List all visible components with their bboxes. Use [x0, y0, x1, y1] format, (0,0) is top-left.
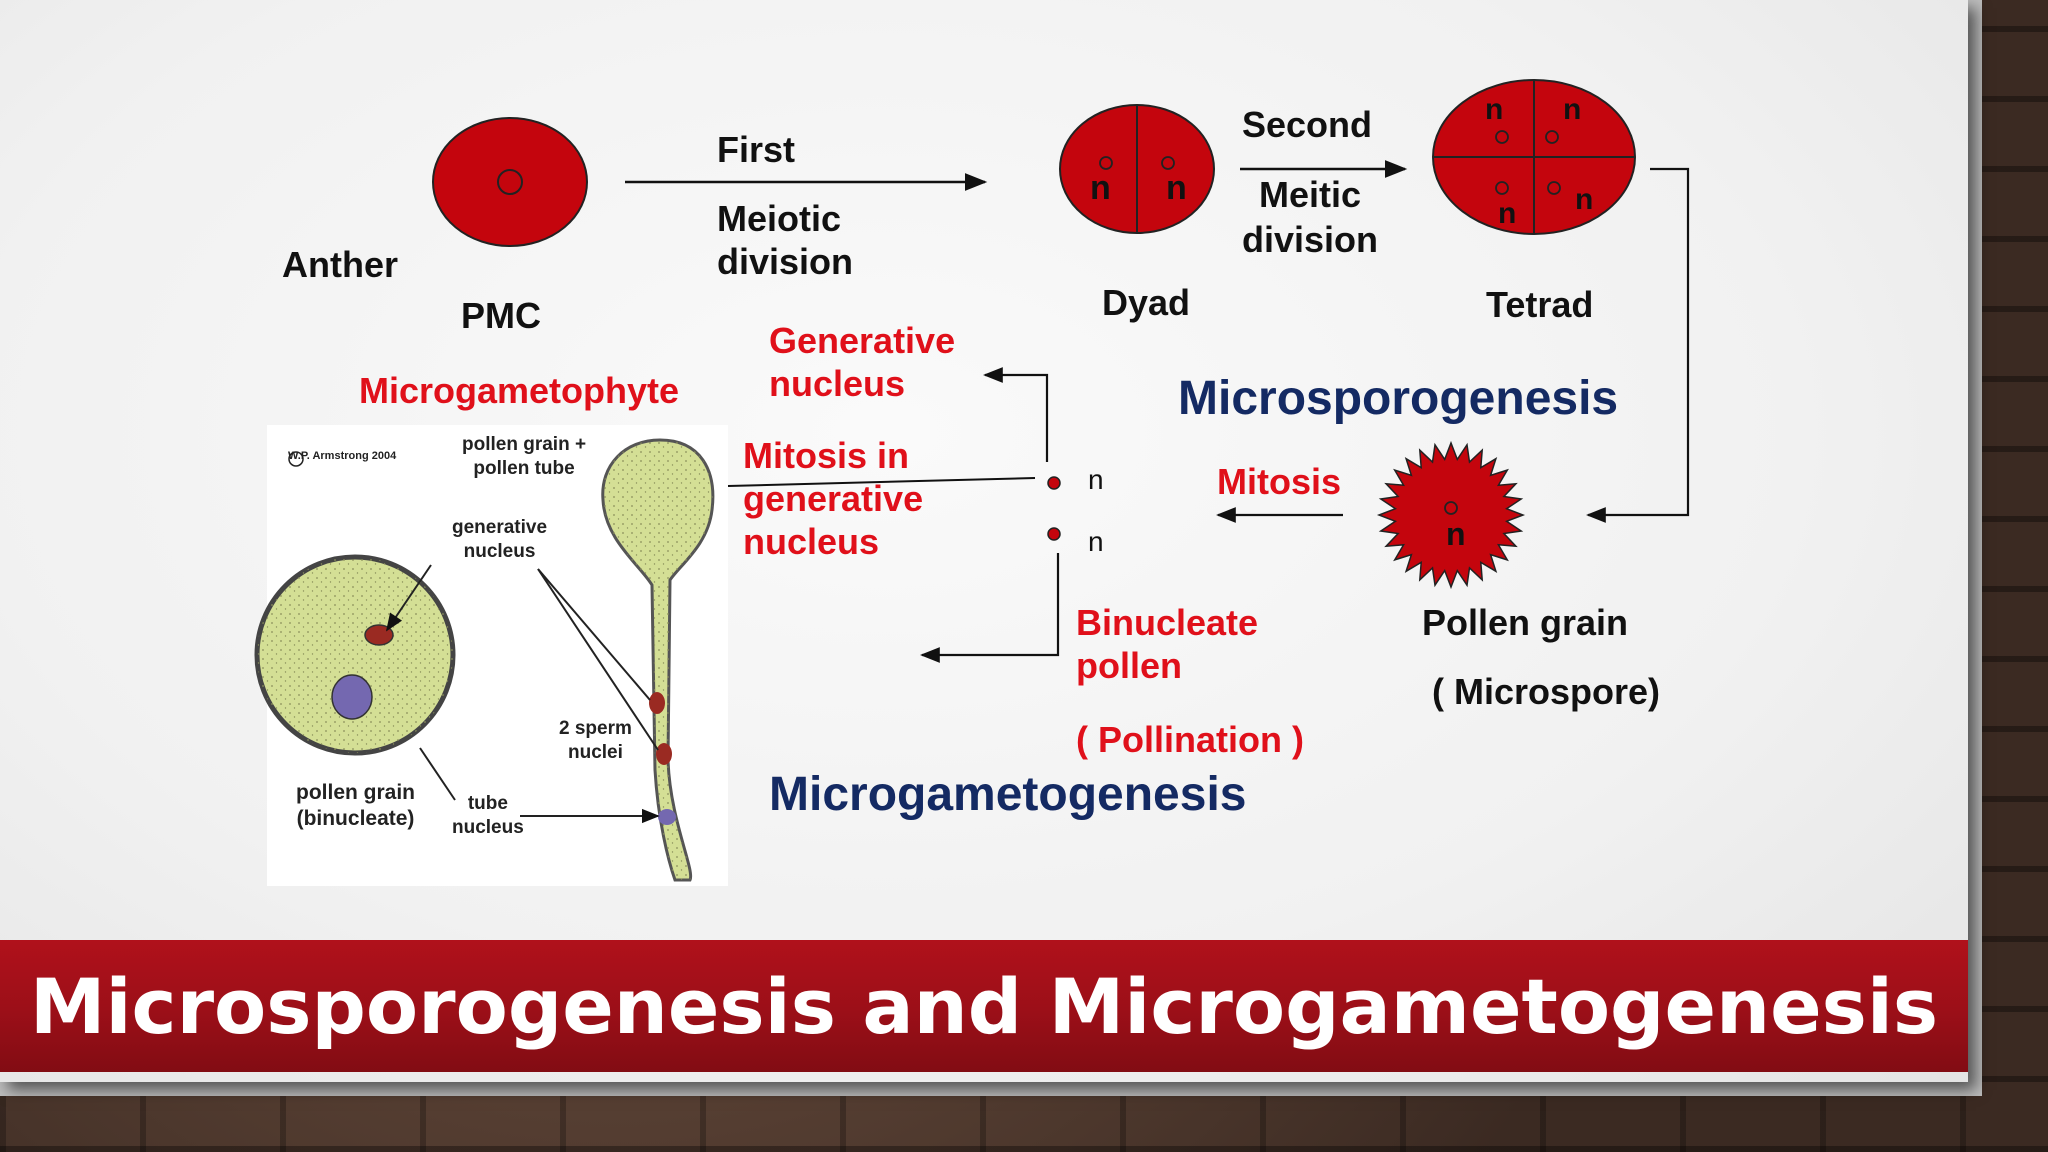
- meiotic-division-label: Meiotic division: [717, 198, 854, 283]
- tube-nucleus-dot: [1047, 527, 1061, 541]
- connector-tetrad-to-pollen: [1586, 167, 1690, 523]
- tetrad-n-3: n: [1498, 197, 1517, 230]
- figure-tube-nucleus-label: tube nucleus: [452, 793, 524, 838]
- figure-sperm-nucleus-1: [649, 692, 665, 714]
- dyad-n-right: n: [1166, 169, 1187, 207]
- figure-sperm-nucleus-2: [656, 743, 672, 765]
- microspore-label: ( Microspore): [1432, 671, 1661, 712]
- dyad-nucleus-right: [1161, 156, 1175, 170]
- figure-sperm-nuclei-label: 2 sperm nuclei: [559, 718, 632, 763]
- line-mitosis-to-pollen-tube: [727, 477, 1036, 487]
- pollen-grain-spiky: [1376, 440, 1526, 590]
- tetrad-nucleus-1: [1495, 130, 1509, 144]
- generative-nucleus-label: Generative nucleus: [769, 320, 956, 405]
- tetrad-label: Tetrad: [1486, 284, 1594, 325]
- pmc-cell: [432, 117, 588, 247]
- tetrad-n-2: n: [1563, 93, 1582, 126]
- first-label: First: [717, 129, 796, 170]
- arrow-to-binucleate: [920, 553, 1060, 663]
- tetrad-nucleus-2: [1545, 130, 1559, 144]
- generative-n: n: [1088, 464, 1104, 495]
- figure-pollen-grain-binucleate-label: pollen grain (binucleate): [296, 781, 416, 831]
- binucleate-pollen-label: Binucleate pollen: [1076, 602, 1259, 687]
- tetrad-n-1: n: [1485, 93, 1504, 126]
- tetrad-nucleus-3: [1495, 181, 1509, 195]
- pollination-label: ( Pollination ): [1076, 719, 1304, 760]
- microgametogenesis-heading: Microgametogenesis: [769, 768, 1247, 821]
- mitosis-label: Mitosis: [1217, 461, 1342, 502]
- figure-pollen-grain-tube-label: pollen grain + pollen tube: [462, 434, 587, 479]
- arrow-to-generative-nucleus: [983, 367, 1049, 462]
- tetrad-n-4: n: [1575, 183, 1594, 216]
- slide-bottom-edge: [0, 1082, 1982, 1096]
- figure-vegetative-nucleus: [331, 674, 373, 720]
- pmc-nucleus: [497, 169, 523, 195]
- pollen-grain-n: n: [1446, 516, 1466, 552]
- pollen-figure-drawing: [254, 438, 715, 882]
- microsporogenesis-heading: Microsporogenesis: [1178, 372, 1619, 425]
- anther-label: Anther: [282, 244, 398, 285]
- figure-copyright: W.P. Armstrong 2004: [288, 450, 397, 462]
- dyad-n-left: n: [1090, 169, 1111, 207]
- figure-tube-nucleus: [658, 809, 676, 825]
- title-banner: Microsporogenesis and Microgametogenesis: [0, 940, 1968, 1072]
- pollen-grain-nucleus: [1444, 501, 1458, 515]
- dyad-nucleus-left: [1099, 156, 1113, 170]
- figure-generative-nucleus-label: generative nucleus: [452, 517, 548, 562]
- slide-title: Microsporogenesis and Microgametogenesis: [29, 961, 1939, 1051]
- pmc-label: PMC: [461, 295, 541, 336]
- tetrad-nucleus-4: [1547, 181, 1561, 195]
- second-label: Second: [1242, 104, 1373, 145]
- slide-edge: [1968, 0, 1982, 1096]
- meitic-division-label: Meitic division: [1242, 174, 1379, 260]
- tube-n: n: [1088, 526, 1104, 557]
- microgametophyte-label: Microgametophyte: [359, 370, 680, 411]
- dyad-label: Dyad: [1102, 282, 1191, 323]
- mitosis-generative-label: Mitosis in generative nucleus: [743, 435, 924, 563]
- pollen-grain-label: Pollen grain: [1422, 602, 1629, 643]
- generative-nucleus-dot: [1047, 476, 1061, 490]
